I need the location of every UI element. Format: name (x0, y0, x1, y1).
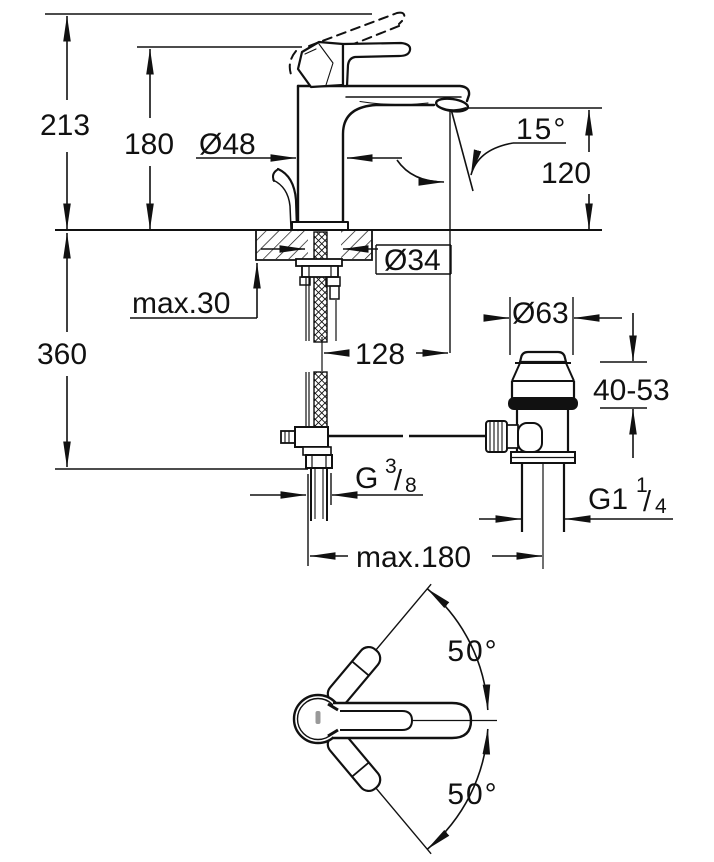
aerator (434, 97, 470, 113)
waste-thread-prefix: G1 (588, 483, 628, 516)
mounting-hardware (280, 231, 488, 521)
handle-top-inner (340, 710, 413, 731)
handle-lever (341, 41, 412, 88)
mounting-nut (301, 265, 339, 278)
swivel-arc-lower (426, 728, 491, 850)
dim-swivel-top: 50° (447, 635, 498, 668)
mounting-washer (295, 258, 343, 267)
deck-section (255, 230, 373, 261)
rod-coupler (280, 430, 296, 444)
dim-install-depth: 360 (37, 338, 87, 371)
dim-outlet-height: 120 (541, 157, 591, 190)
threaded-stud-upper (313, 231, 328, 343)
pop-up-knob (276, 167, 299, 231)
dim-waste-thread: G1 1 / 4 (588, 474, 667, 518)
top-view (292, 583, 497, 855)
supply-nut (305, 454, 333, 469)
waste-thread-num: 1 (636, 474, 648, 497)
supply-thread-prefix: G (355, 462, 378, 495)
dim-total-height: 213 (40, 109, 90, 142)
rod-clamp-knob (485, 420, 508, 453)
logo-mark (315, 711, 321, 724)
handle-pivot (296, 40, 345, 89)
dim-spout-reach: 128 (355, 338, 405, 371)
dim-swivel-bottom: 50° (447, 778, 498, 811)
dim-body-diameter: Ø48 (199, 128, 256, 161)
supply-thread-num: 3 (385, 455, 397, 478)
dim-clamp-range: 40-53 (593, 374, 670, 407)
tee-fitting (294, 426, 329, 448)
label-box-hole-dia (375, 244, 452, 275)
handle-position-lower (326, 731, 432, 855)
dimension-labels: 213 180 Ø48 15° 120 Ø34 max.30 360 128 Ø… (37, 109, 670, 811)
spout-underside (341, 103, 436, 232)
drain-seal-ring (508, 397, 578, 410)
drain-plug-cap (518, 350, 568, 364)
rod-guide (325, 276, 341, 287)
supply-thread-den: 8 (405, 474, 417, 497)
spout-top-edge (296, 84, 471, 103)
faucet-side-view (272, 11, 471, 232)
handle-position-upper (326, 583, 432, 707)
supply-tailpiece (310, 468, 328, 521)
supply-hose-lines (305, 277, 337, 429)
dim-flange-diameter: Ø63 (512, 297, 569, 330)
drain-assembly (485, 350, 578, 569)
swivel-arc-upper (426, 588, 491, 711)
dim-hole-diameter: Ø34 (384, 244, 441, 277)
drain-tailpipe (520, 463, 566, 532)
dim-supply-thread: G 3 / 8 (355, 455, 417, 497)
waste-thread-slash: / (643, 486, 652, 518)
dimension-lines (45, 13, 673, 566)
drain-neck (511, 362, 575, 382)
supply-thread-slash: / (394, 465, 403, 497)
dim-deck-thickness: max.30 (132, 287, 230, 320)
dim-handle-height: 180 (124, 128, 174, 161)
dim-spout-angle: 15° (516, 113, 567, 146)
handle-raised-dashed (288, 11, 406, 78)
spout-angle-line (450, 108, 474, 192)
base-plate (291, 221, 349, 231)
dim-reach-max: max.180 (356, 541, 471, 574)
waste-thread-den: 4 (655, 495, 667, 518)
